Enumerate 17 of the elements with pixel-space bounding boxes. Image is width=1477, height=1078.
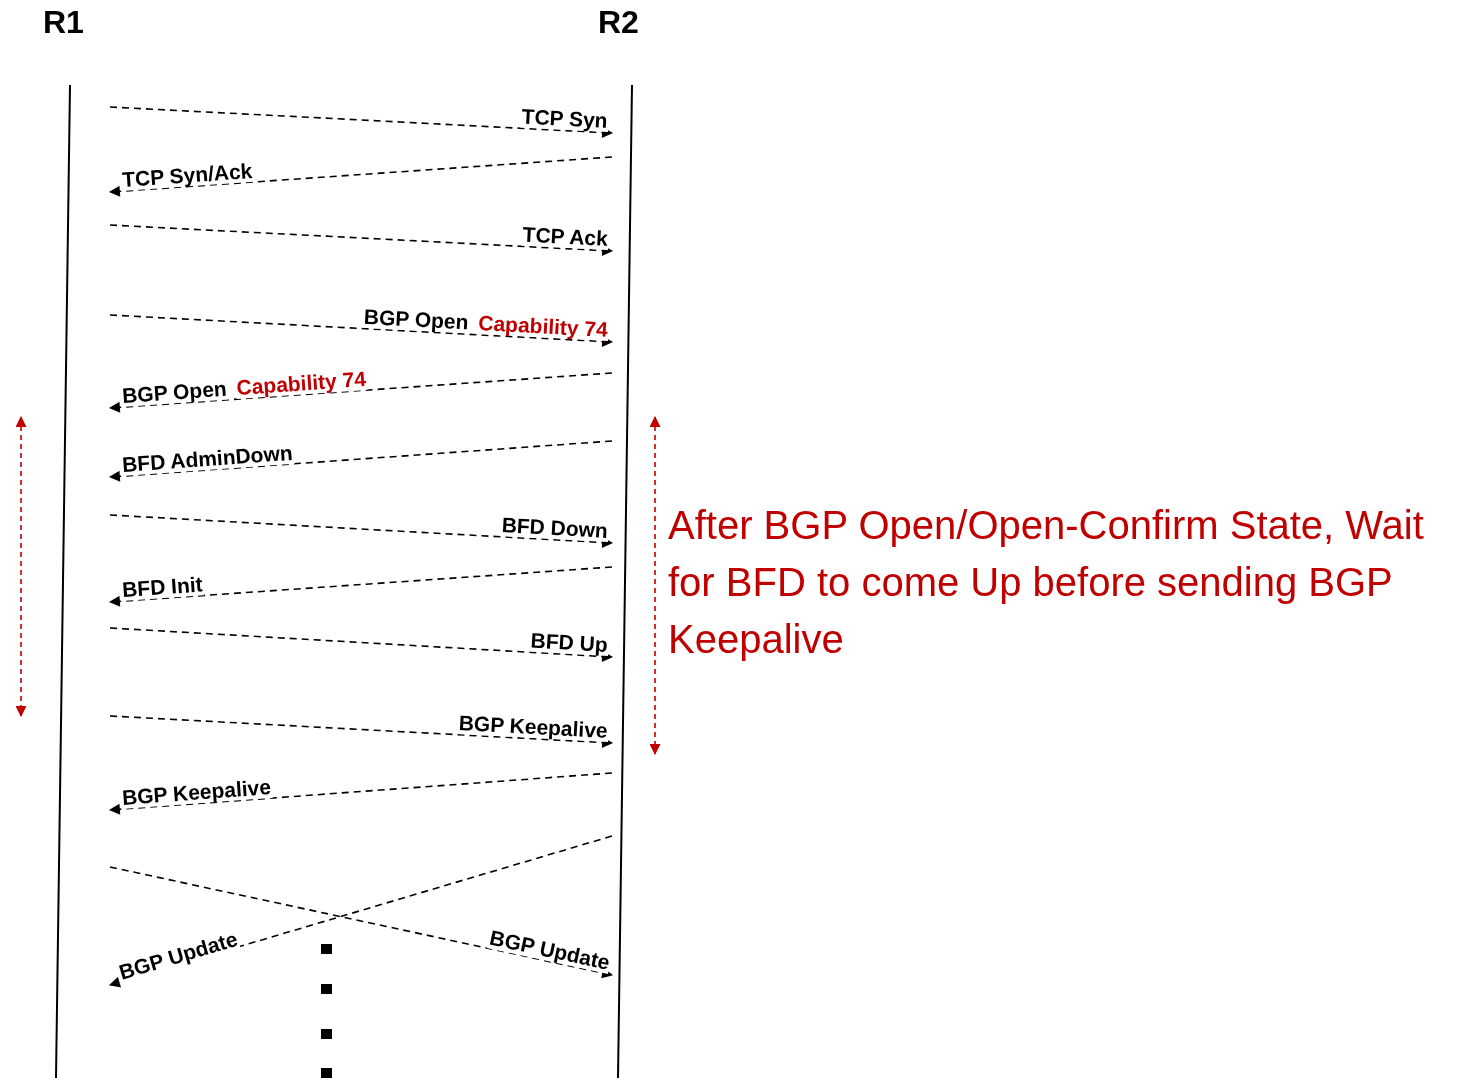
message-arrow: [109, 314, 614, 347]
message-arrow: [109, 715, 614, 748]
message-arrow: [109, 106, 614, 138]
message-arrow: [108, 156, 613, 197]
message-arrow: [109, 514, 614, 548]
message-arrow: [108, 372, 613, 413]
message-arrow: [109, 627, 614, 662]
participant-name: R1: [43, 4, 84, 40]
message-arrow: [109, 224, 614, 256]
participant-name: R2: [598, 4, 639, 40]
message-arrow: [108, 440, 613, 482]
edge-label: BFD Init: [120, 573, 205, 601]
message-arrow: [108, 772, 613, 815]
edge-label: BFD Down: [500, 514, 610, 542]
annotation-note: After BGP Open/Open-Confirm State, Wait for BFD to come Up before sending BGP Keepalive: [668, 502, 1425, 663]
message-arrow: [108, 566, 613, 607]
message-arrow: [109, 866, 614, 979]
